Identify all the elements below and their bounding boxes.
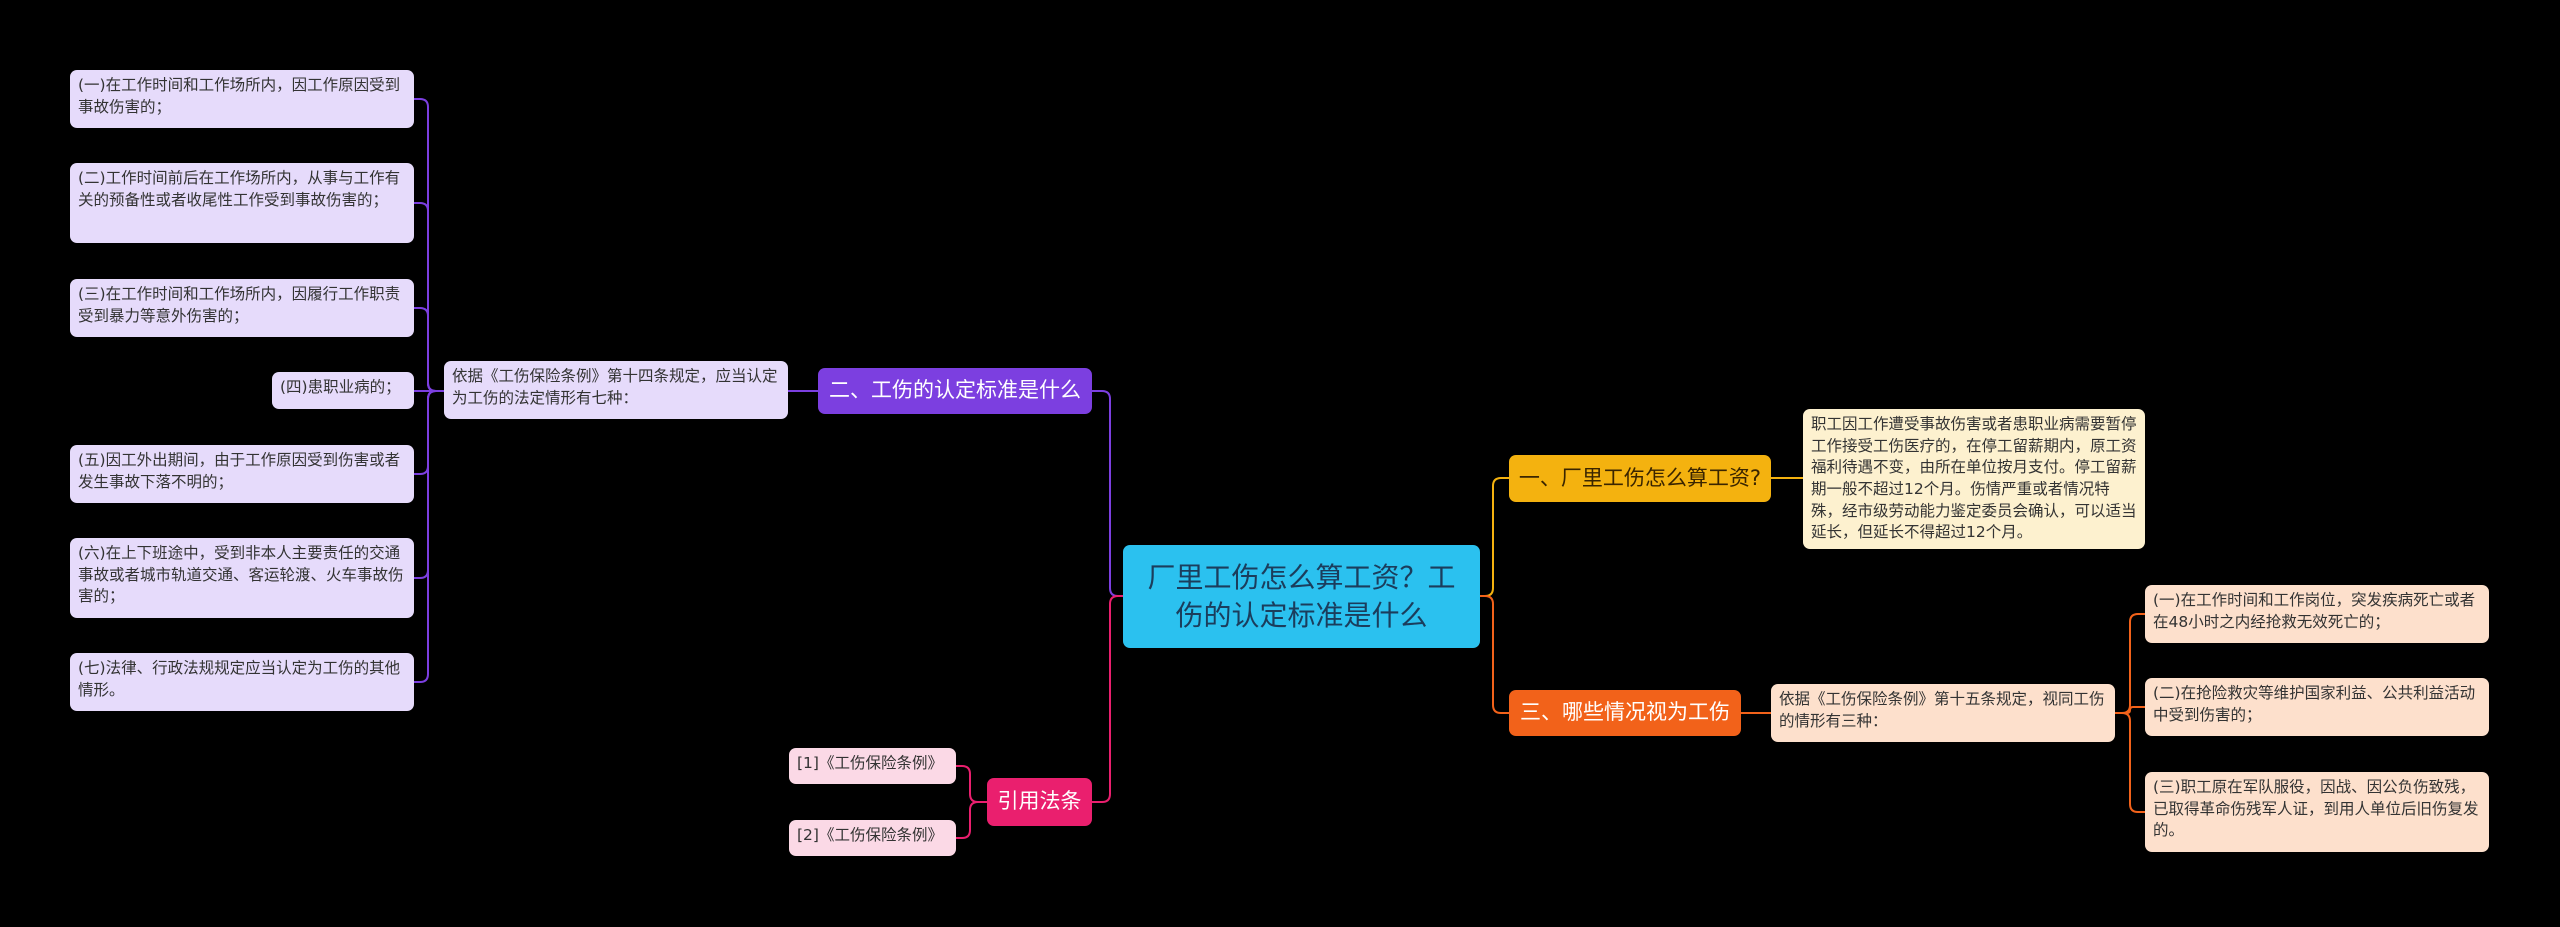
link-cited-law-2 xyxy=(956,801,987,839)
recognition-item-1-text: (一)在工作时间和工作场所内，因工作原因受到事故伤害的； xyxy=(78,76,401,116)
recognition-item-5[interactable]: (五)因工外出期间，由于工作原因受到伤害或者发生事故下落不明的； xyxy=(70,445,414,503)
deemed-item-1-text: (一)在工作时间和工作岗位，突发疾病死亡或者在48小时之内经抢救无效死亡的； xyxy=(2153,591,2476,631)
deemed-item-2-text: (二)在抢险救灾等维护国家利益、公共利益活动中受到伤害的； xyxy=(2153,684,2476,724)
link-deemed-item-3 xyxy=(2115,712,2145,813)
recognition-item-4[interactable]: (四)患职业病的； xyxy=(272,372,414,409)
link-root-wage xyxy=(1480,477,1509,597)
recognition-item-1[interactable]: (一)在工作时间和工作场所内，因工作原因受到事故伤害的； xyxy=(70,70,414,128)
recognition-item-2-text: (二)工作时间前后在工作场所内，从事与工作有关的预备性或者收尾性工作受到事故伤害… xyxy=(78,169,401,209)
recognition-item-5-text: (五)因工外出期间，由于工作原因受到伤害或者发生事故下落不明的； xyxy=(78,451,401,491)
branch-wage-calculation-label: 一、厂里工伤怎么算工资? xyxy=(1518,465,1762,490)
central-topic-label: 厂里工伤怎么算工资？工伤的认定标准是什么 xyxy=(1147,560,1456,632)
recognition-item-3[interactable]: (三)在工作时间和工作场所内，因履行工作职责受到暴力等意外伤害的； xyxy=(70,279,414,337)
link-deemed-item-2 xyxy=(2115,706,2145,714)
recognition-item-3-text: (三)在工作时间和工作场所内，因履行工作职责受到暴力等意外伤害的； xyxy=(78,285,401,325)
link-cited-law-1 xyxy=(956,765,987,803)
wage-detail-text: 职工因工作遭受事故伤害或者患职业病需要暂停工作接受工伤医疗的，在停工留薪期内，原… xyxy=(1811,415,2137,542)
recognition-intro-node[interactable]: 依据《工伤保险条例》第十四条规定，应当认定为工伤的法定情形有七种： xyxy=(444,361,788,419)
link-root-recognition xyxy=(1092,390,1123,597)
branch-deemed-injury-label: 三、哪些情况视为工伤 xyxy=(1520,700,1730,725)
recognition-item-2[interactable]: (二)工作时间前后在工作场所内，从事与工作有关的预备性或者收尾性工作受到事故伤害… xyxy=(70,163,414,243)
recognition-item-6-text: (六)在上下班途中，受到非本人主要责任的交通事故或者城市轨道交通、客运轮渡、火车… xyxy=(78,544,404,606)
link-deemed-item-1 xyxy=(2115,613,2145,714)
link-root-cited xyxy=(1092,595,1123,803)
recognition-item-4-text: (四)患职业病的； xyxy=(280,378,401,396)
deemed-intro-node[interactable]: 依据《工伤保险条例》第十五条规定，视同工伤的情形有三种： xyxy=(1771,684,2115,742)
recognition-item-6[interactable]: (六)在上下班途中，受到非本人主要责任的交通事故或者城市轨道交通、客运轮渡、火车… xyxy=(70,538,414,618)
deemed-item-1[interactable]: (一)在工作时间和工作岗位，突发疾病死亡或者在48小时之内经抢救无效死亡的； xyxy=(2145,585,2489,643)
recognition-item-7[interactable]: (七)法律、行政法规规定应当认定为工伤的其他情形。 xyxy=(70,653,414,711)
deemed-intro-text: 依据《工伤保险条例》第十五条规定，视同工伤的情形有三种： xyxy=(1779,690,2105,730)
deemed-item-3[interactable]: (三)职工原在军队服役，因战、因公负伤致残，已取得革命伤残军人证，到用人单位后旧… xyxy=(2145,772,2489,852)
branch-cited-laws-label: 引用法条 xyxy=(997,789,1082,814)
cited-law-2-text: [2]《工伤保险条例》 xyxy=(797,826,943,844)
cited-law-2[interactable]: [2]《工伤保险条例》 xyxy=(789,820,956,856)
branch-deemed-injury[interactable]: 三、哪些情况视为工伤 xyxy=(1509,690,1741,736)
link-root-deemed xyxy=(1480,595,1509,714)
cited-law-1[interactable]: [1]《工伤保险条例》 xyxy=(789,748,956,784)
recognition-item-7-text: (七)法律、行政法规规定应当认定为工伤的其他情形。 xyxy=(78,659,401,699)
deemed-item-3-text: (三)职工原在军队服役，因战、因公负伤致残，已取得革命伤残军人证，到用人单位后旧… xyxy=(2153,778,2479,840)
branch-cited-laws[interactable]: 引用法条 xyxy=(987,778,1092,826)
branch-recognition-criteria-label: 二、工伤的认定标准是什么 xyxy=(829,378,1081,403)
deemed-item-2[interactable]: (二)在抢险救灾等维护国家利益、公共利益活动中受到伤害的； xyxy=(2145,678,2489,736)
branch-recognition-criteria[interactable]: 二、工伤的认定标准是什么 xyxy=(818,368,1092,414)
link-recognition-item-7 xyxy=(414,390,444,683)
recognition-intro-text: 依据《工伤保险条例》第十四条规定，应当认定为工伤的法定情形有七种： xyxy=(452,367,778,407)
branch-wage-calculation[interactable]: 一、厂里工伤怎么算工资? xyxy=(1509,455,1771,502)
link-recognition-item-3 xyxy=(414,307,444,392)
central-topic[interactable]: 厂里工伤怎么算工资？工伤的认定标准是什么 xyxy=(1123,545,1480,648)
cited-law-1-text: [1]《工伤保险条例》 xyxy=(797,754,943,772)
wage-detail-node[interactable]: 职工因工作遭受事故伤害或者患职业病需要暂停工作接受工伤医疗的，在停工留薪期内，原… xyxy=(1803,409,2145,549)
